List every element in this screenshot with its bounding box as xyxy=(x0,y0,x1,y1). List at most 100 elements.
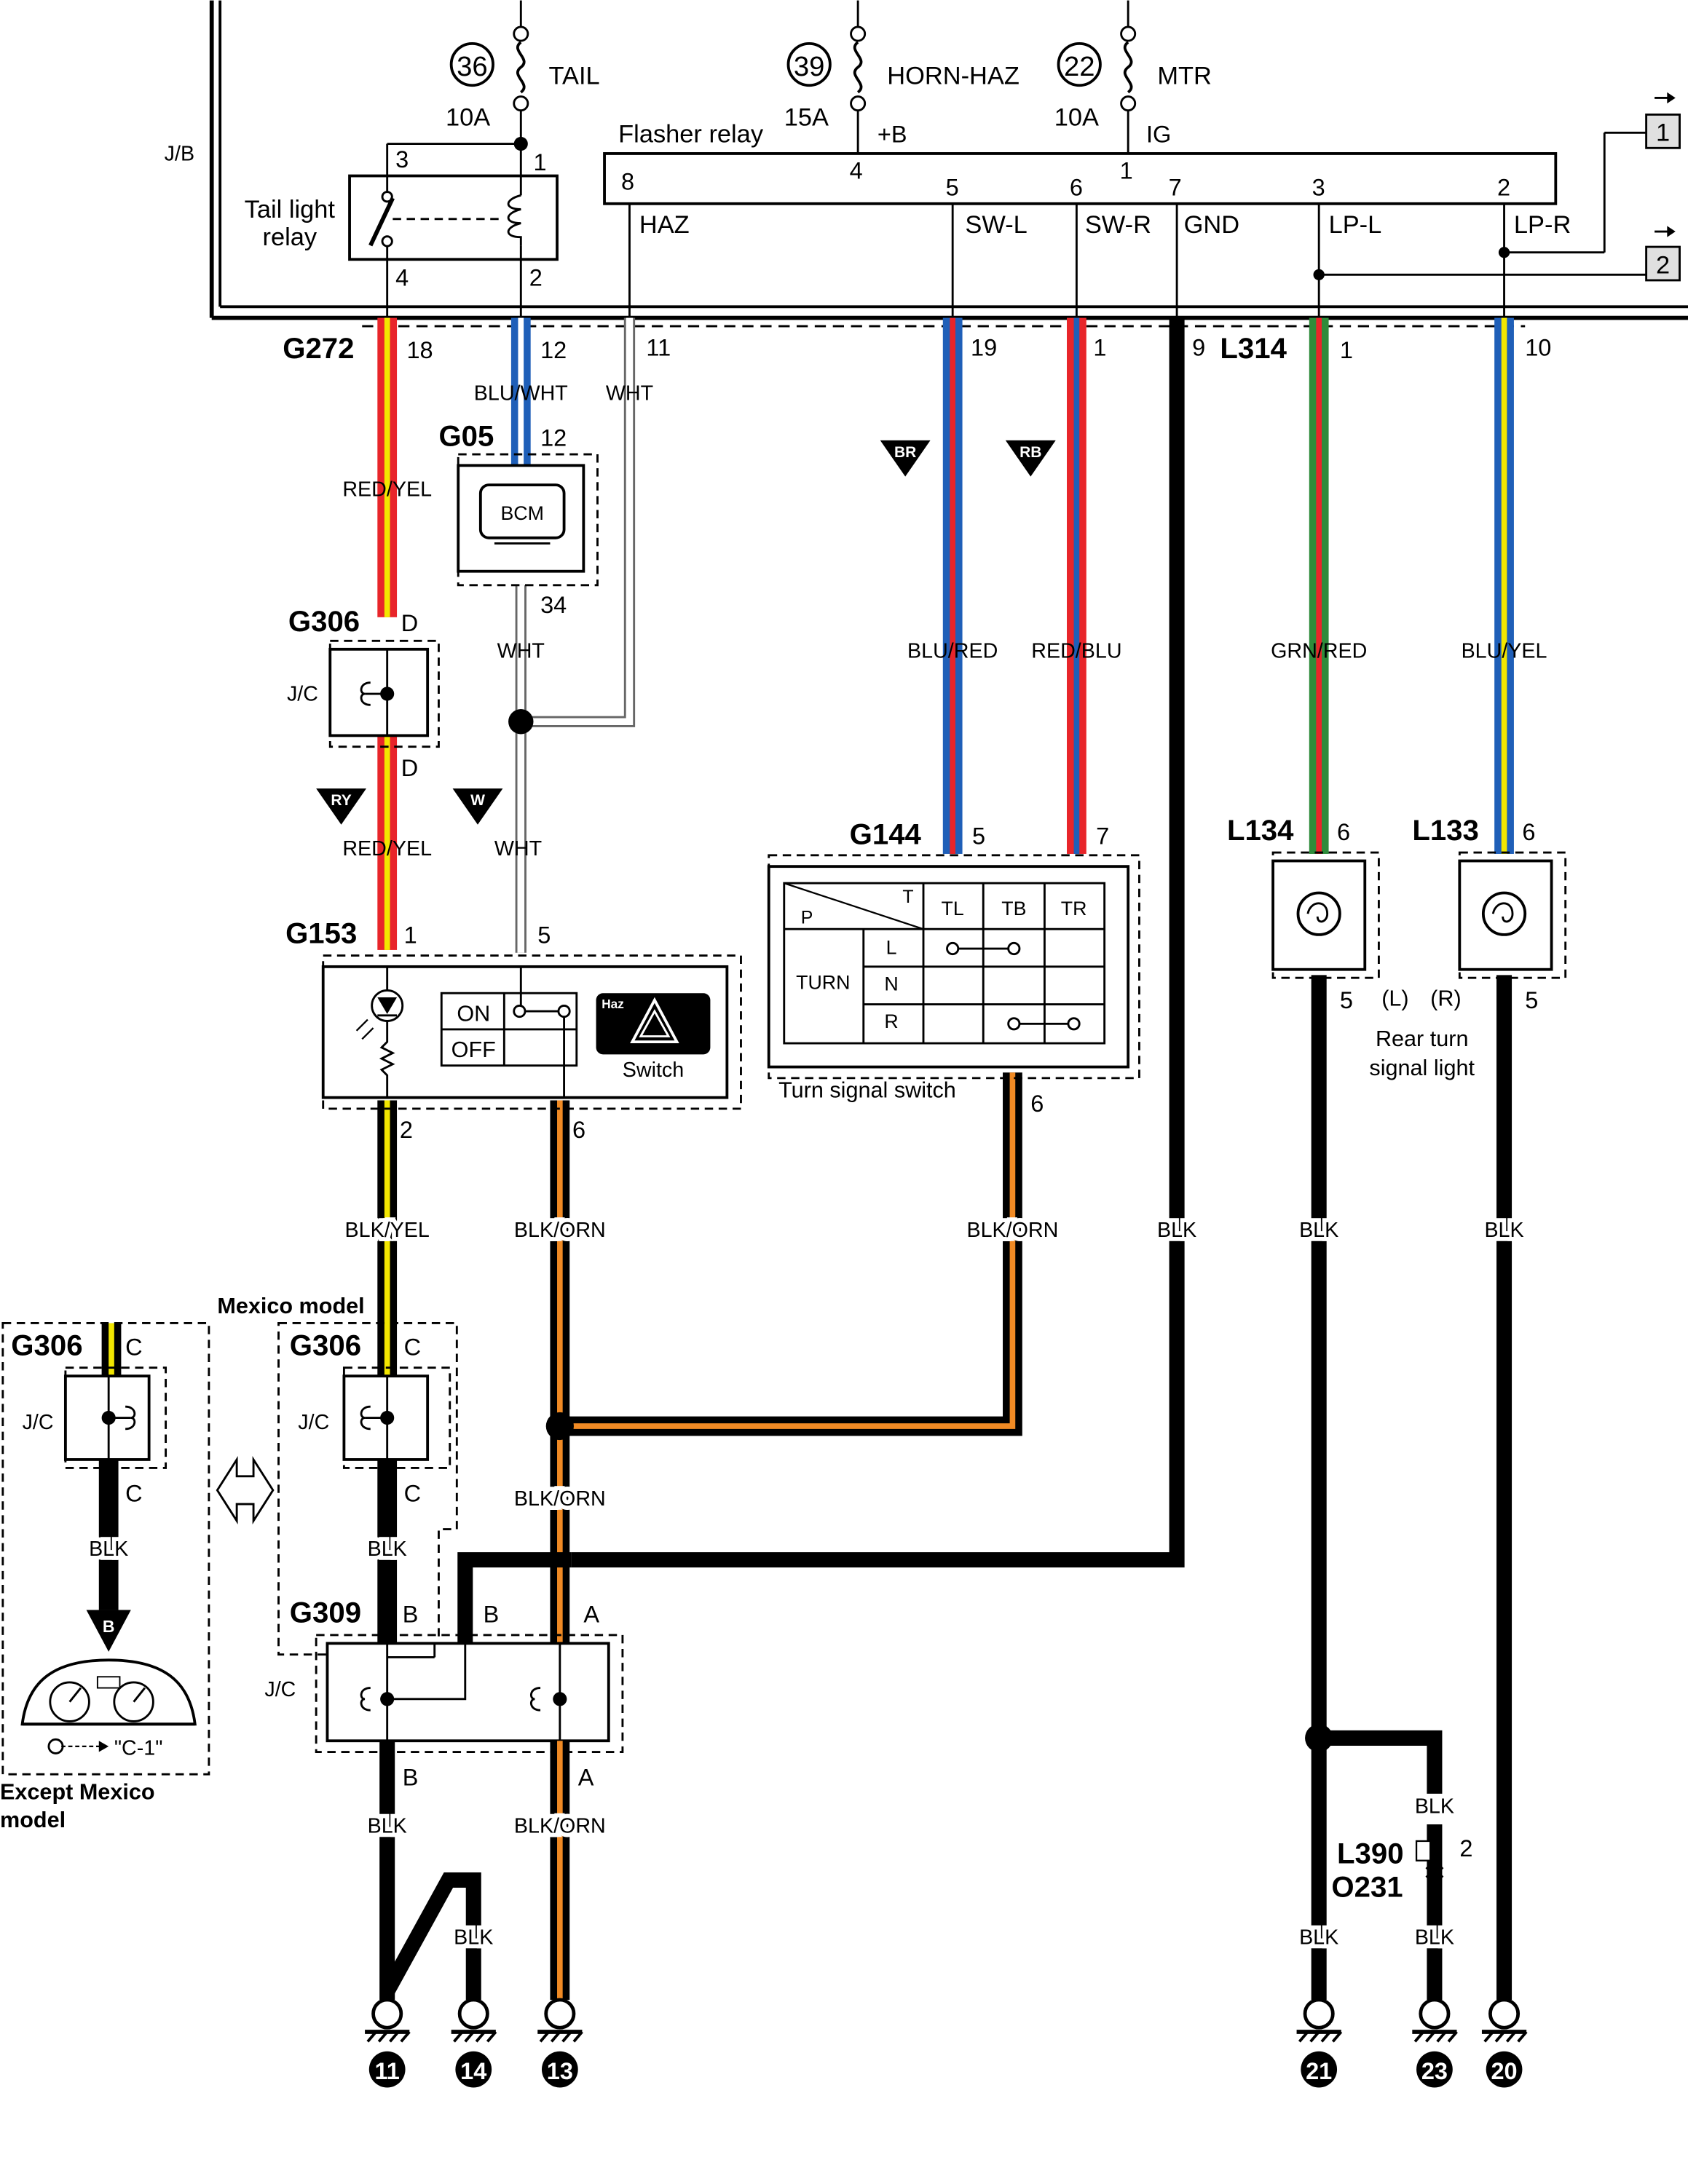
g306-top-jc: J/C xyxy=(287,683,318,706)
blk-label-23: BLK xyxy=(1415,1926,1454,1949)
wire-blk-orn-g144: BLK/ORN xyxy=(545,1072,1062,1441)
ground-20-label: 20 xyxy=(1491,2058,1517,2084)
turn-header-p: P xyxy=(801,908,813,928)
rear-light-caption-2: signal light xyxy=(1369,1056,1475,1080)
ground-13-label: 13 xyxy=(547,2058,573,2084)
turn-row-n: N xyxy=(884,973,898,994)
turn-signal-switch-g144: G144 5 7 6 Turn signal switch T P TL TB … xyxy=(767,818,1140,1117)
ground-14: 14 xyxy=(451,1998,497,2088)
blk-orn-label-2: BLK/ORN xyxy=(514,1487,606,1511)
except-mexico-label-2: model xyxy=(0,1808,66,1832)
g309-pin-a2: A xyxy=(578,1764,594,1790)
ground-21-label: 21 xyxy=(1306,2058,1332,2084)
g306-top-pin-d2: D xyxy=(401,755,418,781)
blk-gnd-label: BLK xyxy=(1157,1219,1196,1242)
turn-row-r: R xyxy=(884,1010,898,1032)
ground-21: 21 xyxy=(1296,1998,1343,2088)
g309-pin-b1: B xyxy=(403,1602,419,1628)
turn-switch-caption: Turn signal switch xyxy=(778,1078,956,1103)
turn-col-tr: TR xyxy=(1061,898,1087,919)
l133-id: L133 xyxy=(1412,814,1479,847)
turn-row-label: TURN xyxy=(796,971,850,993)
wht-label-3: WHT xyxy=(494,837,542,860)
wht-label-1: WHT xyxy=(606,381,653,405)
flasher-relay-label: Flasher relay xyxy=(618,121,764,149)
fuse-39-num: 39 xyxy=(794,51,825,82)
g309-id: G309 xyxy=(290,1597,361,1629)
fuse-36-num: 36 xyxy=(457,51,488,82)
rear-light-caption: (L) (R) Rear turn signal light xyxy=(1369,986,1475,1080)
turn-header-t: T xyxy=(902,887,913,907)
g309-jc: J/C xyxy=(264,1678,296,1701)
g272-pin-9: 9 xyxy=(1192,334,1205,360)
blk-orn-label-1: BLK/ORN xyxy=(514,1219,606,1242)
g306-exc-pin-c1: C xyxy=(125,1334,142,1360)
wire-blk-orn-ground-13: BLK/ORN xyxy=(510,1741,610,2000)
bcm-g05: BCM G05 12 34 xyxy=(438,420,599,618)
tail-relay-pin-1: 1 xyxy=(534,149,547,175)
flag-ry: RY xyxy=(316,788,366,825)
flasher-term-8-name: HAZ xyxy=(639,211,690,239)
flag-br-label: BR xyxy=(894,444,916,461)
o231-id: O231 xyxy=(1331,1870,1403,1903)
wire-blk-l134: BLK BLK BLK BLK xyxy=(1295,975,1459,2000)
g306-mex-id: G306 xyxy=(290,1329,361,1361)
g144-pin-5: 5 xyxy=(972,823,985,850)
flag-rb: RB xyxy=(1005,440,1056,477)
flag-b-label: B xyxy=(103,1617,115,1636)
bcm-label: BCM xyxy=(500,502,543,524)
blk-label-14: BLK xyxy=(454,1926,493,1949)
tail-relay-pin-4: 4 xyxy=(395,265,409,291)
blk-label-21: BLK xyxy=(1299,1926,1338,1949)
wht-label-2: WHT xyxy=(497,639,545,662)
fuse-39-rating: 15A xyxy=(784,104,829,132)
l390-id: L390 xyxy=(1337,1837,1404,1870)
l134-pin-6: 6 xyxy=(1337,819,1350,845)
g153-id: G153 xyxy=(285,917,357,949)
fuse-36: 36 TAIL 10A xyxy=(446,0,600,144)
flasher-term-5-name: SW-L xyxy=(965,211,1027,239)
g309-pin-a1: A xyxy=(583,1602,599,1628)
blk-orn-label-3: BLK/ORN xyxy=(966,1219,1058,1242)
g144-id: G144 xyxy=(850,818,922,851)
g306-exc-pin-c2: C xyxy=(125,1480,142,1506)
blu-red-label: BLU/RED xyxy=(907,639,998,662)
flasher-term-7-pin: 7 xyxy=(1169,174,1182,200)
grn-red-label: GRN/RED xyxy=(1271,639,1367,662)
wire-blk-l133: BLK xyxy=(1480,975,1528,2000)
ref-box-1: 1 xyxy=(1645,92,1681,149)
fuse-22: 22 MTR 10A xyxy=(1054,0,1212,154)
l134-id: L134 xyxy=(1227,814,1294,847)
g05-pin-34: 34 xyxy=(540,592,567,618)
wire-red-yel: RED/YEL RED/YEL xyxy=(342,317,432,950)
jb-label: J/B xyxy=(165,143,194,166)
wire-blk-yel: BLK/YEL xyxy=(341,1100,434,1379)
l133-pin-6: 6 xyxy=(1522,819,1535,845)
blu-yel-label: BLU/YEL xyxy=(1462,639,1547,662)
wire-blu-wht: BLU/WHT xyxy=(474,317,568,469)
g272-pin-19: 19 xyxy=(971,334,997,360)
wire-blu-yel: BLU/YEL xyxy=(1462,317,1547,854)
g306-top-pin-d1: D xyxy=(401,610,418,636)
flasher-term-3-name: LP-L xyxy=(1329,211,1382,239)
mexico-model-label: Mexico model xyxy=(217,1294,364,1318)
wire-blu-red: BLU/RED xyxy=(907,317,998,854)
g153-pin-6: 6 xyxy=(572,1117,585,1143)
fuse-36-name: TAIL xyxy=(549,62,600,90)
g05-pin-12: 12 xyxy=(540,425,567,451)
meter-ref-label: "C-1" xyxy=(114,1736,163,1760)
flasher-term-4-pin: 4 xyxy=(850,157,863,183)
g306-mex-jc: J/C xyxy=(298,1411,329,1434)
turn-col-tl: TL xyxy=(942,898,964,919)
red-blu-label: RED/BLU xyxy=(1031,639,1121,662)
blk-label-mex: BLK xyxy=(368,1538,407,1561)
ref-1-label: 1 xyxy=(1656,119,1670,147)
connector-l390-o231: L390 O231 2 xyxy=(1331,1835,1472,1903)
turn-row-l: L xyxy=(886,937,897,959)
g272-id: G272 xyxy=(283,332,354,365)
blk-yel-label: BLK/YEL xyxy=(345,1219,430,1242)
g272-pin-1: 1 xyxy=(1093,334,1106,360)
l133-pin-5: 5 xyxy=(1525,987,1538,1013)
except-mexico-region: G306 C C J/C BLK B "C-1" Except Mexico m… xyxy=(0,1322,210,1832)
flasher-term-6-name: SW-R xyxy=(1085,211,1151,239)
